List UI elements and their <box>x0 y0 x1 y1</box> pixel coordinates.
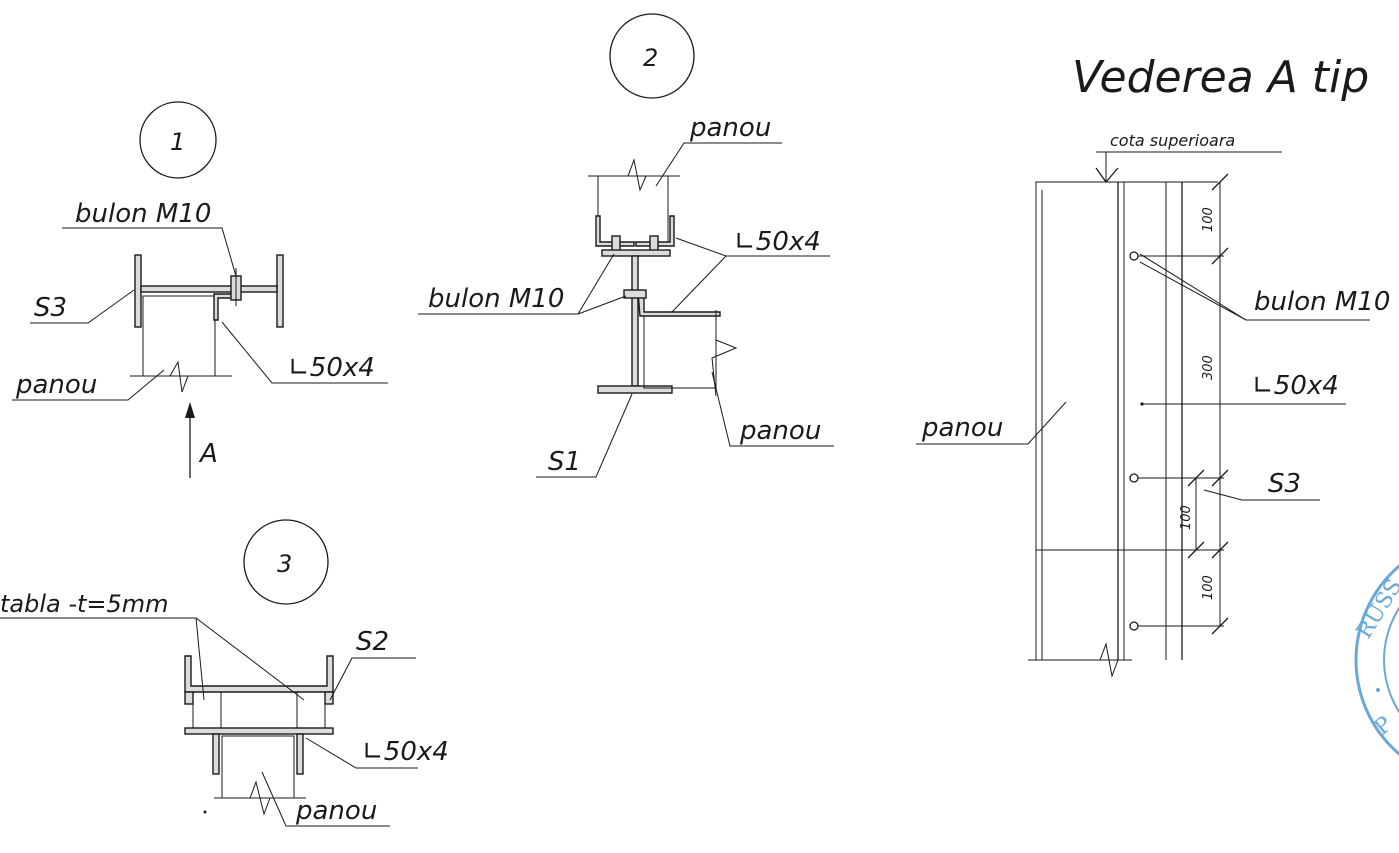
detail-1-angle-label: ∟50x4 <box>288 353 375 383</box>
detail-3-channel <box>184 655 334 693</box>
detail-2-angle-left <box>595 215 635 247</box>
detail-1-section-label: S3 <box>34 293 67 323</box>
detail-1: 1 bulon M10 S3 ∟50x4 panou A <box>12 101 388 478</box>
stamp-outer-ring <box>1354 564 1399 756</box>
view-a-angle-label: ∟50x4 <box>1252 371 1339 401</box>
detail-1-number: 1 <box>170 128 185 156</box>
detail-3-section-label: S2 <box>356 627 389 657</box>
detail-2-bolt-label: bulon M10 <box>428 284 564 314</box>
detail-3-panel <box>221 735 295 799</box>
stamp: RUSS P <box>1352 564 1399 756</box>
view-a-dim-1: 100 <box>1201 207 1216 232</box>
detail-3-circle <box>243 519 329 605</box>
detail-2-beam-bottom-flange <box>597 385 673 394</box>
detail-2-angle-right <box>635 215 675 247</box>
detail-2-panel-top-label: panou <box>689 113 771 143</box>
view-a-bolt-1 <box>1129 251 1139 261</box>
detail-2-beam-top-flange <box>601 249 671 257</box>
detail-3-plate-label: tabla -t=5mm <box>0 590 169 618</box>
view-a-dim-4: 100 <box>1201 575 1216 600</box>
detail-1-view-label: A <box>198 439 218 469</box>
detail-1-panel-label: panou <box>15 370 97 400</box>
view-a-dim-3: 100 <box>1179 505 1194 530</box>
detail-2-panel-right-label: panou <box>739 416 821 446</box>
detail-3: 3 tabla -t=5mm S2 ∟50x4 panou <box>0 519 449 827</box>
detail-1-flange-left <box>134 254 142 328</box>
detail-2-circle <box>609 13 695 99</box>
detail-3-angle-label: ∟50x4 <box>362 737 449 767</box>
detail-1-break-line <box>130 360 232 393</box>
detail-1-bolt-label: bulon M10 <box>75 199 211 229</box>
detail-3-plate-left <box>192 691 222 729</box>
detail-2: 2 panou ∟50x4 bulon M10 panou S1 <box>418 13 834 478</box>
detail-2-right-panel <box>643 315 717 389</box>
view-a-bolt-2 <box>1129 473 1139 483</box>
stamp-text-bottom: P <box>1370 712 1398 741</box>
detail-3-number: 3 <box>277 550 292 578</box>
detail-1-circle <box>139 101 217 179</box>
detail-2-side-angle <box>637 291 721 317</box>
stamp-text-top: RUSS <box>1352 575 1399 643</box>
view-a-dim-2: 300 <box>1201 355 1216 380</box>
stamp-inner-ring <box>1383 606 1399 714</box>
detail-2-section-label: S1 <box>548 447 581 477</box>
detail-1-flange-right <box>276 254 284 328</box>
detail-1-web <box>140 285 278 293</box>
detail-2-beam-web <box>631 255 639 387</box>
view-a-bolt-label: bulon M10 <box>1254 287 1390 317</box>
detail-2-angle-label: ∟50x4 <box>734 227 821 257</box>
detail-3-panel-label: panou <box>295 796 377 826</box>
view-a-section-label: S3 <box>1268 469 1301 499</box>
detail-2-number: 2 <box>643 44 658 72</box>
view-a-top-level-label: cota superioara <box>1110 131 1235 150</box>
view-a-panel-label: panou <box>921 413 1003 443</box>
detail-2-top-panel <box>597 175 669 243</box>
detail-1-panel <box>142 295 216 377</box>
view-a-bolt-3 <box>1129 621 1139 631</box>
view-a-title: Vederea A tip <box>1072 52 1369 103</box>
view-a: Vederea A tip cota superioara 100 300 10… <box>916 52 1390 678</box>
